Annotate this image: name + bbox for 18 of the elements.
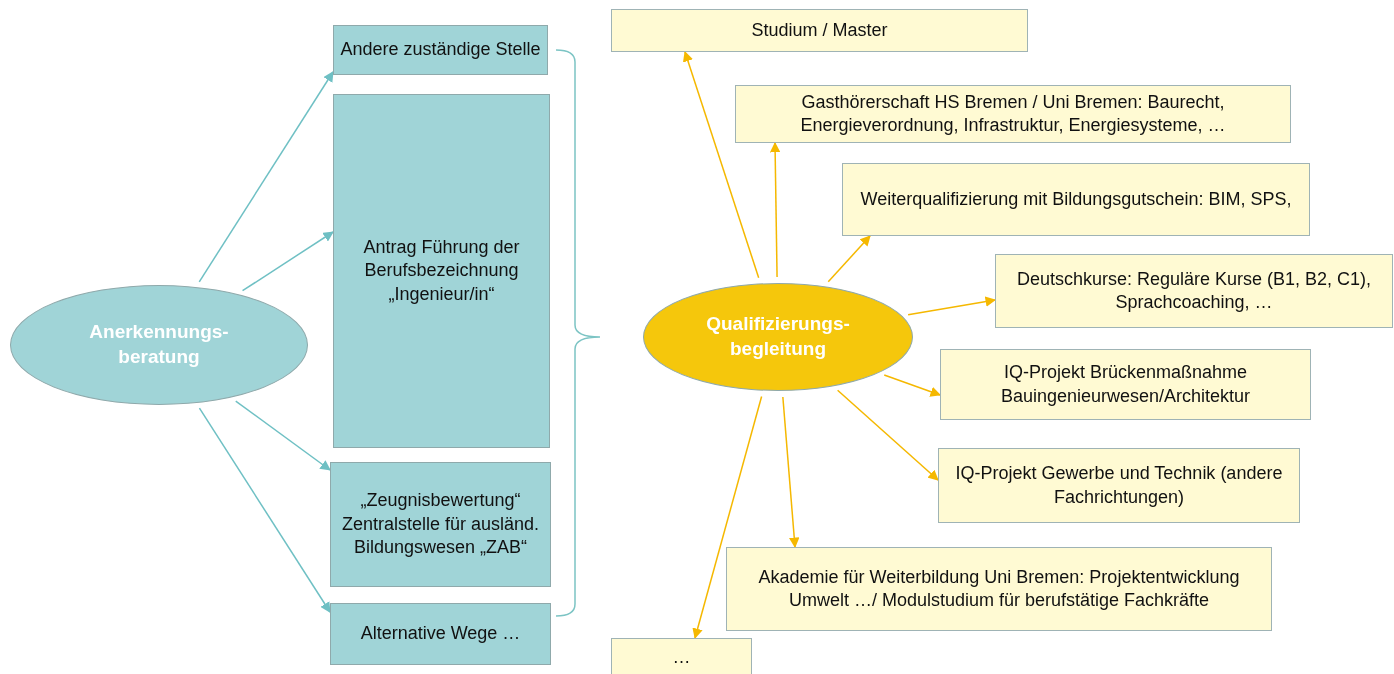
arrow [235,400,331,471]
arrow [682,51,760,279]
arrow [241,231,334,292]
arrow [692,395,763,639]
ellipse-node: Qualifizierungs-begleitung [643,283,913,391]
arrow [907,296,997,316]
process-box: „Zeugnisbewertung“ Zentralstelle für ausländ. Bildungswesen „ZAB“ [330,462,551,587]
arrow [883,374,941,397]
arrow [198,407,331,613]
arrow [769,141,781,278]
process-box: Andere zuständige Stelle [333,25,548,75]
arrow [836,389,939,481]
arrow [782,396,800,549]
process-box: Alternative Wege … [330,603,551,665]
process-box: Antrag Führung der Berufsbezeichnung „Ingenieur/in“ [333,94,550,448]
arrow [198,71,334,283]
ellipse-node: Anerkennungs-beratung [10,285,308,405]
arrow [827,235,871,283]
